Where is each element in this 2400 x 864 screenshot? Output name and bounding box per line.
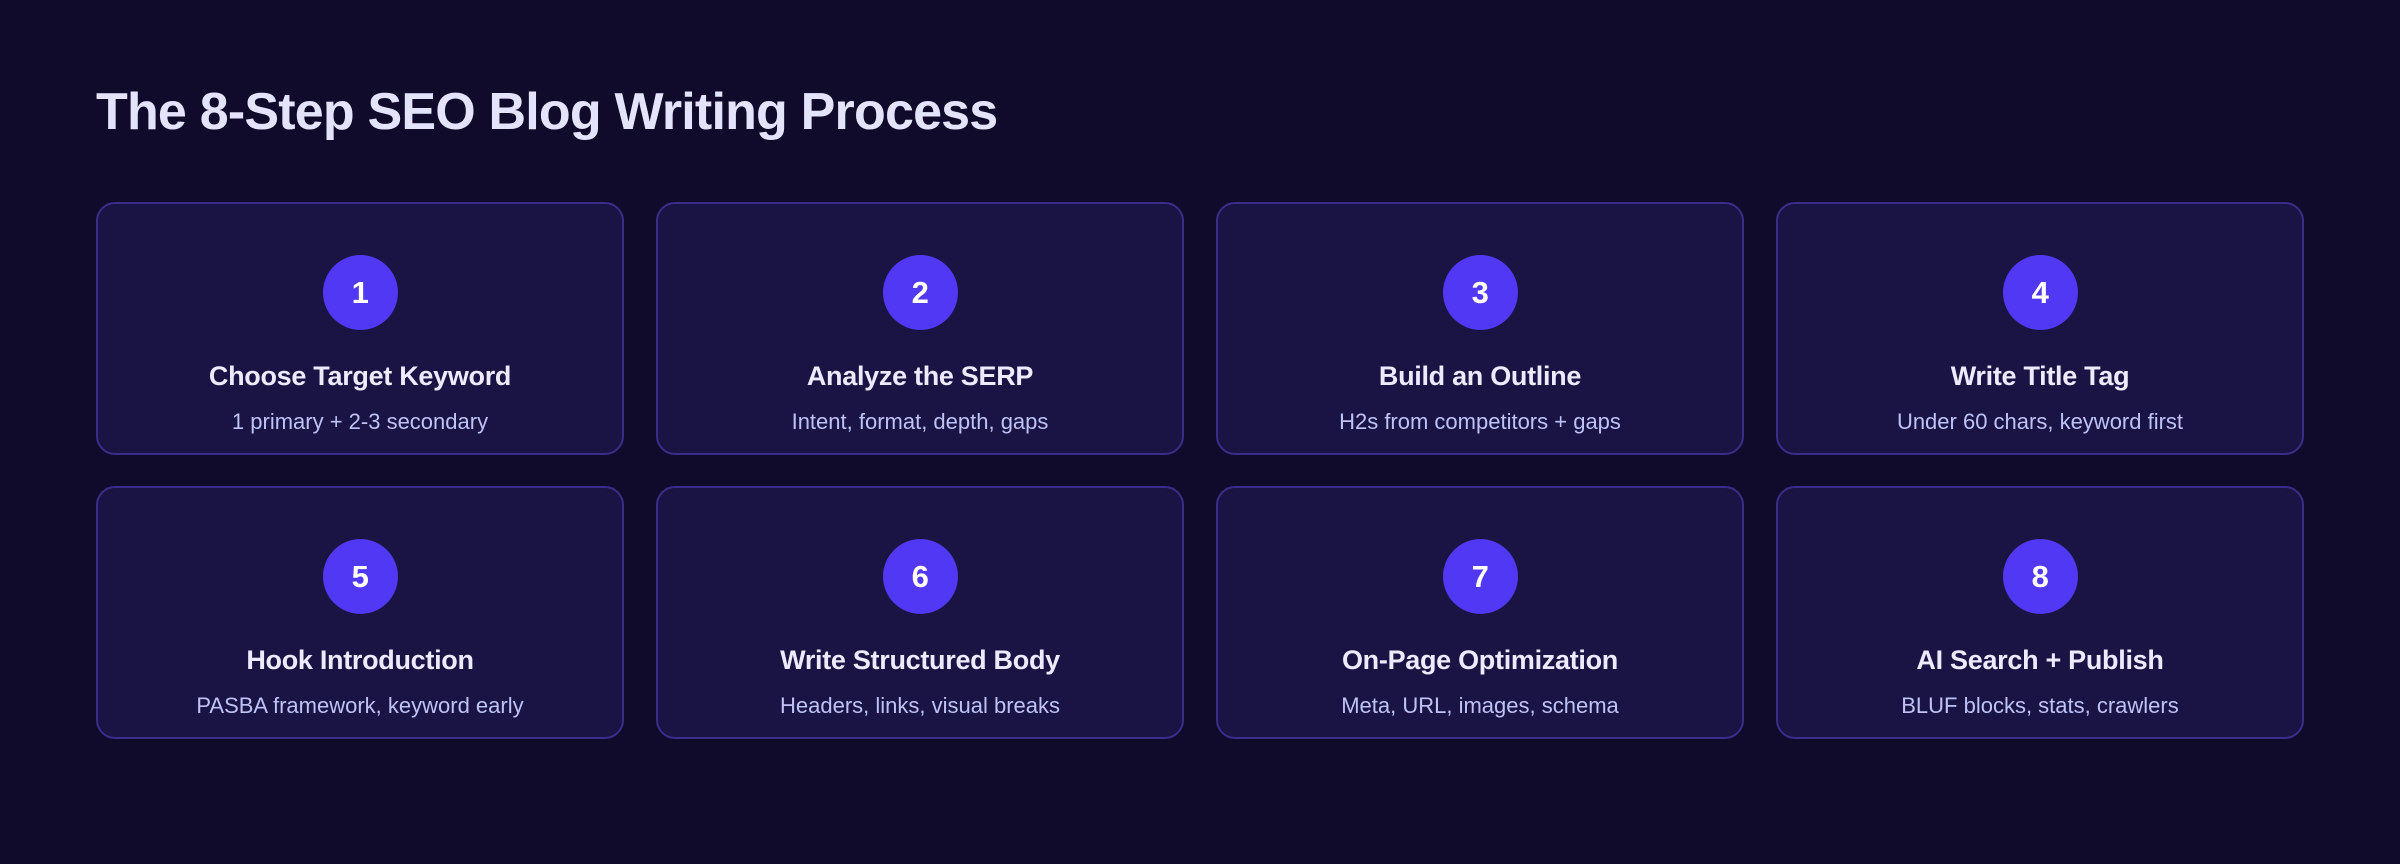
step-card-8: 8 AI Search + Publish BLUF blocks, stats…: [1776, 486, 2304, 740]
step-title: AI Search + Publish: [1916, 645, 2164, 676]
step-card-4: 4 Write Title Tag Under 60 chars, keywor…: [1776, 202, 2304, 456]
step-description: Meta, URL, images, schema: [1341, 692, 1619, 718]
step-description: BLUF blocks, stats, crawlers: [1901, 692, 2179, 718]
step-number-badge: 2: [882, 255, 958, 331]
step-title: Write Structured Body: [780, 645, 1060, 676]
step-number-badge: 3: [1442, 255, 1518, 331]
step-description: H2s from competitors + gaps: [1339, 408, 1621, 434]
step-title: On-Page Optimization: [1341, 645, 1618, 676]
step-number-badge: 4: [2002, 255, 2078, 331]
step-number-badge: 1: [322, 255, 398, 331]
step-card-5: 5 Hook Introduction PASBA framework, key…: [96, 486, 624, 740]
step-description: Intent, format, depth, gaps: [791, 408, 1049, 434]
page-title: The 8-Step SEO Blog Writing Process: [96, 83, 998, 141]
step-number-badge: 6: [882, 539, 958, 615]
step-title: Hook Introduction: [246, 645, 474, 676]
step-number-badge: 5: [322, 539, 398, 615]
step-title: Choose Target Keyword: [208, 361, 512, 392]
step-number-badge: 8: [2002, 539, 2078, 615]
step-title: Build an Outline: [1378, 361, 1582, 392]
step-title: Analyze the SERP: [806, 361, 1034, 392]
step-description: PASBA framework, keyword early: [196, 692, 524, 718]
step-description: Headers, links, visual breaks: [779, 692, 1060, 718]
step-card-3: 3 Build an Outline H2s from competitors …: [1216, 202, 1744, 456]
step-card-7: 7 On-Page Optimization Meta, URL, images…: [1216, 486, 1744, 740]
step-number-badge: 7: [1442, 539, 1518, 615]
step-title: Write Title Tag: [1950, 361, 2130, 392]
step-description: 1 primary + 2-3 secondary: [231, 408, 489, 434]
step-card-2: 2 Analyze the SERP Intent, format, depth…: [656, 202, 1184, 456]
step-description: Under 60 chars, keyword first: [1896, 408, 2184, 434]
step-card-6: 6 Write Structured Body Headers, links, …: [656, 486, 1184, 740]
steps-grid: 1 Choose Target Keyword 1 primary + 2-3 …: [96, 202, 2304, 740]
step-card-1: 1 Choose Target Keyword 1 primary + 2-3 …: [96, 202, 624, 456]
